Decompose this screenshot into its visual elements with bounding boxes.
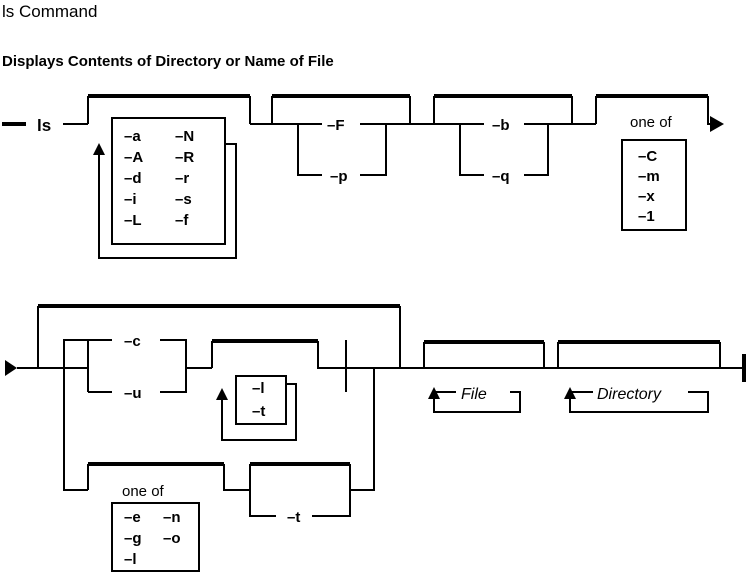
option-o: –o	[163, 530, 181, 547]
connector	[63, 96, 89, 125]
option-s: –s	[175, 191, 192, 208]
one-of-label: one of	[630, 114, 673, 131]
option-R: –R	[175, 149, 194, 166]
option-d: –d	[124, 170, 142, 187]
option-group-2: –F –p	[271, 94, 411, 185]
option-l-2: –l	[124, 551, 137, 568]
option-p: –p	[330, 168, 348, 185]
option-q: –q	[492, 168, 510, 185]
option-group-3: –b –q	[433, 94, 573, 185]
option-group-4: one of –C –m –x –1	[595, 94, 724, 231]
option-C: –C	[638, 148, 657, 165]
command-name: ls	[37, 116, 51, 135]
option-A: –A	[124, 149, 143, 166]
option-i: –i	[124, 191, 137, 208]
directory-label: Directory	[597, 386, 662, 403]
page-subtitle: Displays Contents of Directory or Name o…	[2, 53, 334, 70]
option-f: –f	[175, 212, 189, 229]
option-F: –F	[327, 117, 345, 134]
option-x: –x	[638, 188, 655, 205]
option-n: –n	[163, 509, 181, 526]
option-block-sort: –c –u –l –t one of –e –g –l –n –o –t	[37, 304, 401, 572]
file-label: File	[461, 386, 487, 403]
option-t: –t	[252, 403, 265, 420]
option-L: –L	[124, 212, 142, 229]
option-1: –1	[638, 208, 655, 225]
option-u: –u	[124, 385, 142, 402]
option-b: –b	[492, 117, 510, 134]
page-title: ls Command	[2, 2, 97, 21]
option-r: –r	[175, 170, 189, 187]
option-group-1: –a –A –d –i –L –N –R –r –s –f	[88, 94, 251, 259]
option-g: –g	[124, 530, 142, 547]
option-c: –c	[124, 333, 141, 350]
option-m: –m	[638, 168, 660, 185]
option-l: –l	[252, 380, 265, 397]
file-group: File	[423, 340, 545, 413]
option-t-2: –t	[287, 509, 300, 526]
continuation-arrow	[5, 360, 17, 376]
option-N: –N	[175, 128, 194, 145]
one-of-label-2: one of	[122, 483, 165, 500]
option-e: –e	[124, 509, 141, 526]
option-a: –a	[124, 128, 141, 145]
directory-group: Directory	[557, 340, 721, 413]
